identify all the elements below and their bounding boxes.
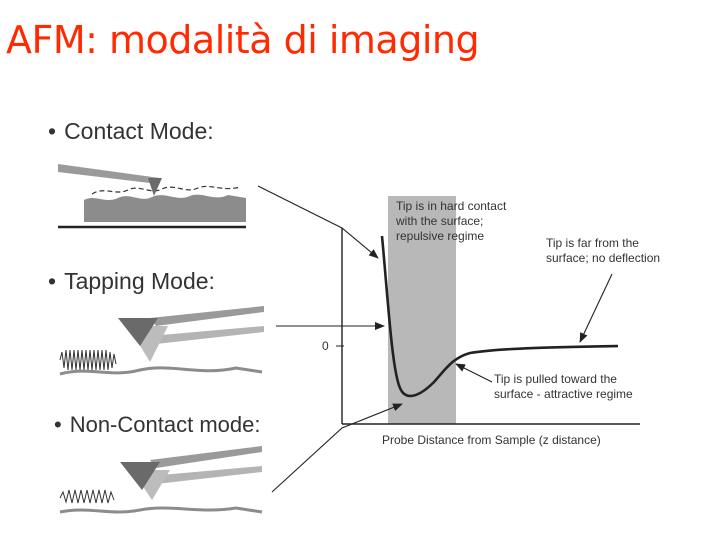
tapping-surface (59, 366, 263, 376)
contact-mode-text: Contact Mode: (64, 118, 214, 144)
contact-surface (84, 194, 246, 222)
contact-mode-label: • Contact Mode: (48, 118, 214, 145)
noncontact-mode-illustration (59, 446, 263, 514)
x-axis-label: Probe Distance from Sample (z distance) (382, 433, 601, 447)
tapping-mode-label: • Tapping Mode: (48, 268, 215, 295)
repulsive-note: Tip is in hard contact with the surface;… (395, 199, 510, 243)
contact-mode-bullet: • (48, 118, 57, 144)
repulsive-note-line-1: Tip is in hard contact (396, 199, 507, 213)
noncontact-mode-arrow (271, 403, 403, 493)
attractive-note: Tip is pulled toward the surface - attra… (494, 372, 633, 401)
repulsive-note-line-3: repulsive regime (396, 229, 484, 243)
noncontact-mode-bullet: • (54, 412, 62, 437)
far-note-line-1: Tip is far from the (546, 236, 639, 250)
attractive-note-arrow (455, 363, 493, 383)
tapping-oscillation (59, 349, 117, 371)
attractive-note-line-2: surface - attractive regime (494, 387, 633, 401)
contact-mode-arrow (257, 185, 379, 259)
contact-cantilever (58, 164, 160, 184)
noncontact-oscillation (59, 489, 115, 504)
tapping-cantilever-lower (150, 326, 264, 344)
contact-trace (91, 185, 241, 195)
tapping-mode-illustration (59, 306, 264, 376)
tapping-cantilever-upper (150, 306, 264, 326)
noncontact-cantilever-lower (150, 466, 262, 484)
repulsive-note-line-2: with the surface; (395, 214, 483, 228)
tapping-tip (118, 318, 158, 346)
noncontact-mode-text: Non-Contact mode: (69, 412, 261, 437)
attractive-note-line-1: Tip is pulled toward the (494, 372, 617, 386)
force-curve (380, 235, 619, 398)
far-note: Tip is far from the surface; no deflecti… (546, 236, 660, 265)
tapping-mode-bullet: • (48, 268, 57, 294)
noncontact-tip (120, 462, 160, 490)
contact-tip (148, 178, 162, 196)
noncontact-surface (59, 506, 263, 514)
force-distance-graph: Tip is in hard contact with the surface;… (257, 185, 660, 493)
noncontact-cantilever-upper (150, 446, 262, 468)
tapping-mode-text: Tapping Mode: (64, 268, 215, 294)
far-note-arrow (579, 273, 613, 343)
far-note-line-2: surface; no deflection (546, 251, 660, 265)
contact-mode-illustration (58, 164, 246, 229)
zero-label: 0 (322, 339, 329, 353)
slide-title: AFM: modalità di imaging (6, 18, 480, 62)
noncontact-mode-label: • Non-Contact mode: (54, 412, 260, 438)
